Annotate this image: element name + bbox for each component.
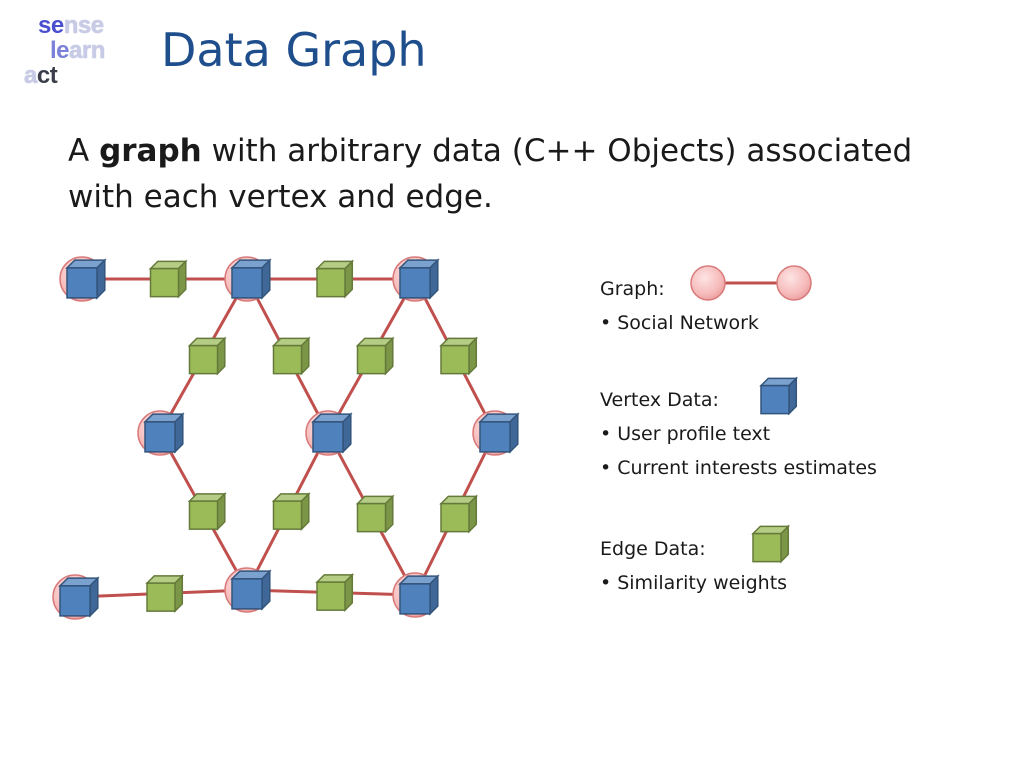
graph-edge-data-cubes bbox=[145, 259, 479, 613]
vertex-data-cube bbox=[230, 258, 272, 300]
legend-graph-item: Social Network bbox=[600, 312, 759, 334]
edge-data-cube bbox=[145, 574, 185, 613]
vertex-data-cube bbox=[58, 576, 100, 618]
logo-row-act: act bbox=[24, 62, 58, 89]
vertex-data-cube bbox=[478, 412, 520, 454]
legend-vertex-circle bbox=[776, 265, 812, 301]
subtitle-prefix: A bbox=[68, 133, 100, 169]
graph-vertices bbox=[52, 256, 520, 620]
vertex-data-cube bbox=[230, 569, 272, 611]
logo-row-sense: sense bbox=[38, 12, 104, 39]
legend-vertex-cube-icon bbox=[759, 376, 799, 416]
vertex-data-cube bbox=[311, 412, 353, 454]
edge-data-cube bbox=[439, 336, 479, 376]
edge-data-cube bbox=[271, 336, 311, 376]
legend-vertex-circle bbox=[690, 265, 726, 301]
legend-edge-item: Similarity weights bbox=[600, 572, 787, 594]
legend-vertex-item: Current interests estimates bbox=[600, 457, 877, 479]
subtitle-bold-word: graph bbox=[99, 133, 202, 169]
edge-data-cube bbox=[439, 494, 479, 534]
edge-data-cube bbox=[355, 494, 395, 534]
edge-data-cube bbox=[355, 336, 395, 376]
logo-row-learn: learn bbox=[50, 37, 105, 64]
edge-data-cube bbox=[187, 492, 227, 531]
edge-data-cube bbox=[315, 573, 355, 612]
legend-graph-label: Graph: bbox=[600, 278, 665, 300]
vertex-data-cube bbox=[398, 574, 440, 616]
edge-data-cube bbox=[315, 259, 355, 299]
vertex-data-cube bbox=[65, 258, 107, 300]
legend-icons bbox=[690, 265, 812, 564]
edge-data-cube bbox=[187, 336, 227, 376]
edge-data-cube bbox=[148, 259, 188, 299]
legend-vertex-label: Vertex Data: bbox=[600, 389, 719, 411]
edge-data-cube bbox=[271, 492, 311, 531]
vertex-data-cube bbox=[398, 258, 440, 300]
sense-learn-act-logo: sense learn act bbox=[22, 14, 132, 90]
vertex-data-cube bbox=[143, 412, 185, 454]
legend-edge-cube-icon bbox=[751, 524, 791, 564]
legend-vertex-item: User profile text bbox=[600, 423, 770, 445]
legend-edge-label: Edge Data: bbox=[600, 538, 706, 560]
slide-subtitle: A graph with arbitrary data (C++ Objects… bbox=[68, 128, 968, 220]
subtitle-suffix: with arbitrary data (C++ Objects) associ… bbox=[68, 133, 913, 215]
slide-title: Data Graph bbox=[161, 23, 427, 77]
